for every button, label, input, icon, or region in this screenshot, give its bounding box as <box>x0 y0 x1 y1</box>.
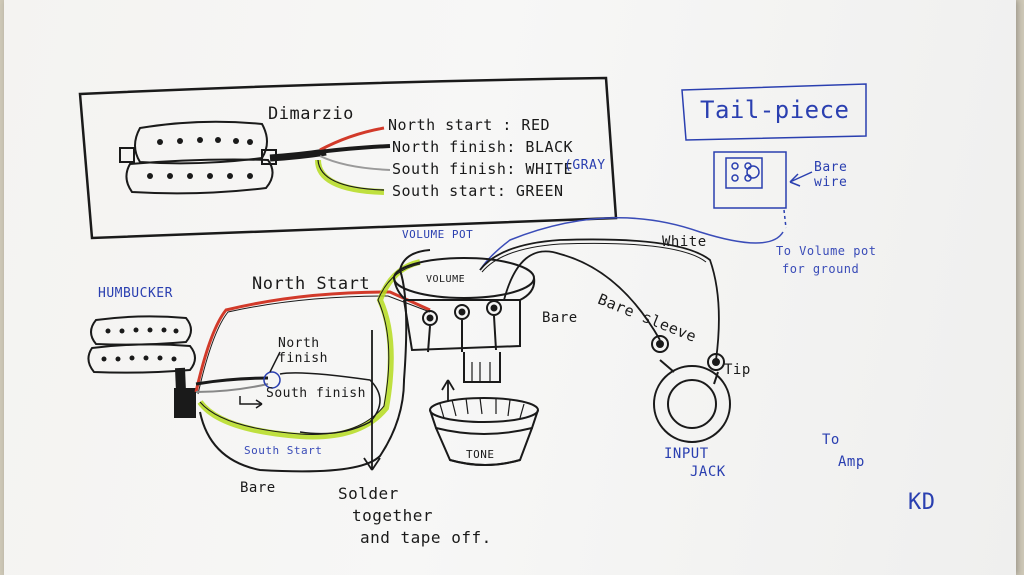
tone-knob-icon <box>429 397 539 466</box>
south-start-wire <box>197 259 421 440</box>
paper-sheet <box>4 0 1016 575</box>
legend-wire-label-north-finish: North finish: BLACK <box>392 138 574 156</box>
volume-knob-text: VOLUME <box>426 274 466 285</box>
input-jack-icon <box>651 335 731 443</box>
solder-arrow <box>363 330 381 471</box>
south-start-label: South Start <box>244 444 323 457</box>
legend-gray-note: (GRAY <box>564 158 606 173</box>
legend-pickup-icon <box>119 120 277 195</box>
legend-red-wire <box>319 126 385 152</box>
legend-wire-label-south-finish: South finish: WHITE <box>392 160 574 178</box>
legend-black-wire <box>319 144 391 154</box>
north-finish-pointer <box>269 351 281 373</box>
pot-bare-wire <box>503 250 661 341</box>
legend-wire-label-south-start: South start: GREEN <box>392 182 564 200</box>
tailpiece-icon <box>713 151 787 209</box>
solder-junction <box>263 371 281 389</box>
legend-cable <box>269 148 327 162</box>
main-humbucker-icon <box>87 315 196 374</box>
legend-white-wire <box>319 155 391 171</box>
humbucker-label: HUMBUCKER <box>98 286 173 301</box>
author-initials: KD <box>908 490 936 515</box>
white-wire-label: White <box>662 234 707 250</box>
tone-arrow <box>441 379 455 402</box>
solder-note-line1: Solder <box>338 484 399 503</box>
to-amp-label-line1: To <box>822 432 840 448</box>
input-jack-label-line1: INPUT <box>664 446 709 462</box>
solder-note-line3: and tape off. <box>360 528 492 547</box>
tailpiece-ground-line <box>783 209 787 229</box>
solder-note-line2: together <box>352 506 434 525</box>
volume-pot-label: VOLUME POT <box>402 228 474 241</box>
bare-label-left: Bare <box>240 480 276 496</box>
input-jack-label-line2: JACK <box>690 464 726 480</box>
tip-label: Tip <box>724 362 751 378</box>
south-finish-wire <box>195 383 269 393</box>
finish-loop-wire <box>279 372 381 435</box>
tailpiece-bare-wire-label: Bare wire <box>814 160 848 190</box>
north-finish-wire <box>195 376 269 386</box>
tailpiece-ground-note-line1: To Volume pot <box>776 244 877 258</box>
south-finish-label: South finish <box>266 386 366 401</box>
to-amp-label-line2: Amp <box>838 454 865 470</box>
pot-shaft <box>463 352 501 383</box>
volume-pot-icon <box>393 257 536 353</box>
cable-end <box>174 388 196 418</box>
tone-label: TONE <box>466 448 495 461</box>
south-finish-arrow <box>239 396 263 409</box>
legend-brand: Dimarzio <box>268 104 354 124</box>
north-start-label: North Start <box>252 274 371 294</box>
tailpiece-title-box <box>681 83 867 141</box>
north-start-wire <box>194 290 431 393</box>
legend-wire-label-north-start: North start : RED <box>388 116 551 134</box>
tailpiece-ground-note-line2: for ground <box>782 262 860 276</box>
legend-box <box>78 76 618 240</box>
tailpiece-title: Tail-piece <box>700 96 850 124</box>
white-wire <box>479 238 720 361</box>
bare-label-pot: Bare <box>542 310 578 326</box>
ground-wire <box>479 217 784 271</box>
north-finish-label: North finish <box>278 336 328 366</box>
bare-wire-arrow <box>789 171 813 187</box>
